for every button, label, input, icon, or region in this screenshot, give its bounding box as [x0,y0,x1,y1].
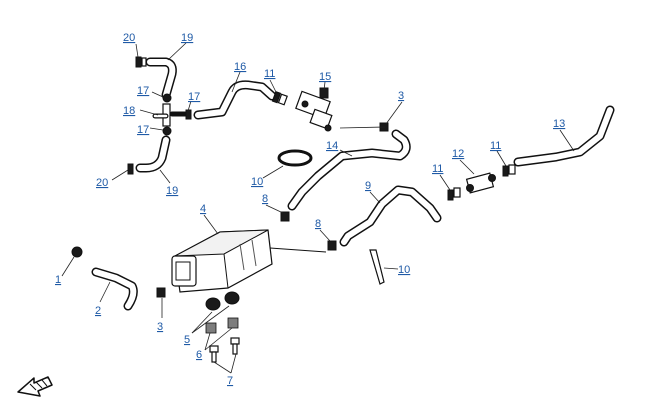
clamp-8-left [280,211,290,222]
hose-19-upper [145,57,177,100]
clamp-11-right [502,164,516,177]
hose-14 [287,129,411,211]
callout-10-ring[interactable]: 10 [251,176,263,188]
callout-2[interactable]: 2 [95,305,101,317]
o-ring-10 [277,149,313,167]
leader-lines [61,42,575,374]
callout-10-strap[interactable]: 10 [398,264,410,276]
clamp-11-left [271,90,288,106]
callout-13[interactable]: 13 [553,118,565,130]
hose-2 [91,267,138,311]
clamp-8-right [327,240,337,251]
callout-19-upper[interactable]: 19 [181,32,193,44]
strap-10 [369,249,385,285]
callout-11-right[interactable]: 11 [490,140,501,152]
callout-11-left[interactable]: 11 [264,68,275,80]
evap-canister-4 [171,229,273,293]
callout-15[interactable]: 15 [319,71,331,83]
callout-19-lower[interactable]: 19 [166,185,178,197]
hose-16 [193,80,277,120]
clamp-20-lower [127,163,134,175]
callout-17-lower[interactable]: 17 [137,124,149,136]
callout-14[interactable]: 14 [326,140,338,152]
callout-9[interactable]: 9 [365,180,371,192]
grommet-5 [205,291,240,311]
callout-8-left[interactable]: 8 [262,193,268,205]
callout-5[interactable]: 5 [184,334,190,346]
callout-20-lower[interactable]: 20 [96,177,108,189]
hose-9 [339,185,442,247]
check-valve-12 [465,172,496,194]
callout-20-upper[interactable]: 20 [123,32,135,44]
callout-16[interactable]: 16 [234,61,246,73]
callout-labels: 20 19 17 18 17 17 20 19 16 11 15 3 14 10… [55,32,565,387]
clamp-20-upper [135,56,147,68]
tee-fitting-18 [152,93,192,136]
callout-3-upper[interactable]: 3 [398,90,404,102]
hose-19-lower [135,135,171,173]
purge-valve-15 [295,87,333,132]
hose-13 [513,105,615,167]
callout-7[interactable]: 7 [227,375,233,387]
callout-3-lower[interactable]: 3 [157,321,163,333]
callout-17-top[interactable]: 17 [137,85,149,97]
callout-12[interactable]: 12 [452,148,464,160]
callout-4[interactable]: 4 [200,203,206,215]
bushing-6 [205,317,239,334]
callout-18[interactable]: 18 [123,105,135,117]
callout-1[interactable]: 1 [55,274,61,286]
front-direction-arrow-icon [17,376,53,397]
callout-8-right[interactable]: 8 [315,218,321,230]
callout-17-right[interactable]: 17 [188,91,200,103]
clamp-11-mid [447,187,461,201]
callout-6[interactable]: 6 [196,349,202,361]
callout-11-mid[interactable]: 11 [432,163,443,175]
clamp-3-lower [156,287,166,298]
clamp-1 [71,246,83,258]
